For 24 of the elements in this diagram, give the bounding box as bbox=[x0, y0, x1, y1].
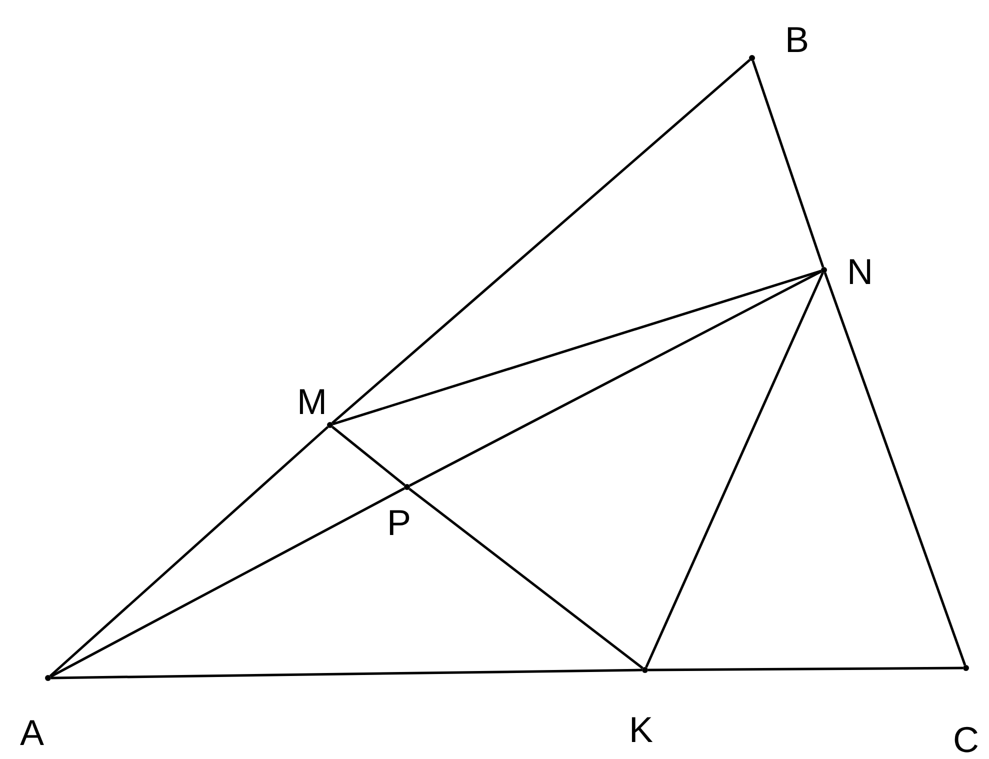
vertex-point bbox=[327, 422, 333, 428]
line-segment bbox=[50, 668, 642, 680]
point-label: K bbox=[629, 712, 653, 748]
point-label: A bbox=[20, 715, 44, 751]
point-label: M bbox=[297, 384, 327, 420]
line-segment bbox=[332, 426, 406, 486]
line-segment bbox=[824, 272, 966, 666]
line-segment bbox=[49, 426, 329, 677]
line-segment bbox=[331, 59, 751, 424]
line-segment bbox=[332, 270, 822, 426]
vertex-point bbox=[821, 267, 827, 273]
line-segment bbox=[408, 488, 644, 670]
vertex-point bbox=[45, 675, 51, 681]
point-label: B bbox=[785, 22, 809, 58]
vertex-point bbox=[963, 665, 969, 671]
line-segment bbox=[752, 60, 824, 268]
vertex-point bbox=[749, 55, 755, 61]
point-label: N bbox=[847, 254, 873, 290]
line-segment bbox=[648, 666, 963, 672]
line-segment bbox=[409, 270, 822, 487]
line-segment bbox=[50, 487, 405, 678]
line-segment bbox=[645, 272, 824, 668]
point-label: P bbox=[387, 505, 411, 541]
point-label: C bbox=[953, 722, 979, 758]
